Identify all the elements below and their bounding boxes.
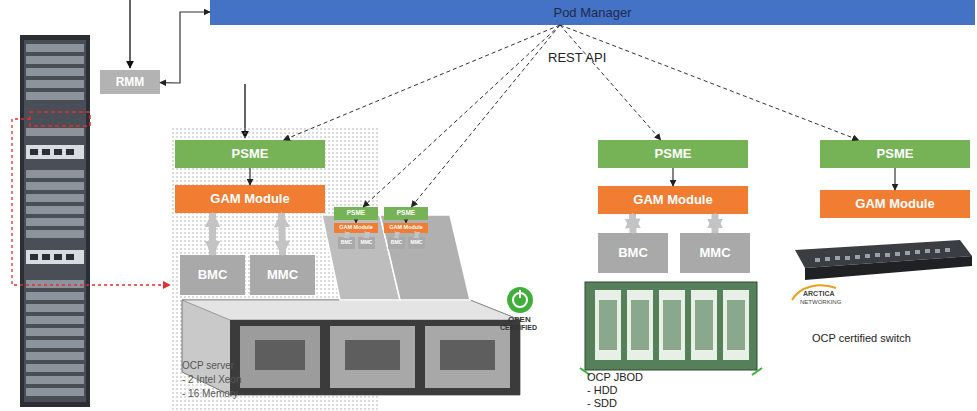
api-link — [560, 25, 661, 140]
rmm-box: RMM — [100, 70, 160, 94]
gam-box: GAM Module — [334, 223, 378, 233]
node-text: PSME — [397, 210, 415, 217]
bmc-box: BMC — [180, 255, 245, 295]
bus-arrow — [629, 214, 637, 233]
psme-box: PSME — [598, 140, 748, 168]
highlight-box — [30, 112, 90, 126]
node-text: BMC — [618, 246, 648, 260]
device-caption: OCP JBOD — [587, 371, 643, 383]
bus-arrow — [365, 233, 369, 237]
node-text: PSME — [655, 147, 692, 161]
device-caption: OCP certified switch — [812, 332, 911, 344]
link-arrow — [356, 220, 357, 223]
interface-label: REST API — [548, 50, 606, 65]
input-arrow — [129, 0, 130, 68]
mmc-box: MMC — [408, 237, 425, 249]
link-arrow — [672, 168, 673, 186]
link-arrow — [160, 12, 210, 83]
bmc-box: BMC — [598, 233, 668, 273]
psme-box: PSME — [334, 207, 378, 220]
node-text: GAM Module — [210, 192, 289, 206]
node-text: GAM Module — [855, 197, 934, 211]
node-text: Pod Manager — [553, 6, 631, 20]
spec-item: - HDD — [587, 384, 618, 396]
rack-illustration — [20, 35, 90, 407]
manager-band: Pod Manager — [210, 0, 975, 25]
bmc-box: BMC — [388, 237, 405, 249]
arctica-logo-arc — [792, 285, 836, 300]
logo-text: OPEN — [508, 315, 531, 324]
node-text: GAM Module — [633, 193, 712, 207]
bus-arrow — [395, 233, 399, 237]
node-text: MMC — [267, 268, 298, 282]
link-arrow — [406, 220, 407, 223]
link-arrow — [894, 168, 895, 190]
logo-text: ARCTICA — [803, 290, 835, 297]
bus-arrow — [345, 233, 349, 237]
psme-box: PSME — [384, 207, 428, 220]
node-text: BMC — [391, 240, 402, 245]
node-text: GAM Module — [339, 225, 373, 231]
mmc-box: MMC — [250, 255, 315, 295]
open-logo — [507, 287, 533, 313]
api-link — [284, 25, 560, 140]
node-text: RMM — [116, 76, 145, 89]
bus-arrow — [282, 213, 283, 255]
switch-illustration — [792, 240, 972, 300]
link-arrow — [249, 168, 250, 185]
spec-item: - SDD — [587, 397, 617, 409]
node-text: BMC — [198, 268, 228, 282]
bus-arrow — [415, 233, 419, 237]
psme-box: PSME — [820, 140, 970, 168]
node-text: PSME — [877, 147, 914, 161]
device-caption: OCP server — [182, 360, 234, 371]
api-link — [411, 25, 560, 207]
mmc-box: MMC — [358, 237, 375, 249]
jbod-illustration — [580, 282, 762, 375]
gam-box: GAM Module — [598, 186, 748, 214]
psme-box: PSME — [175, 140, 325, 168]
gam-box: GAM Module — [820, 190, 970, 218]
zoom-leader — [12, 119, 170, 285]
bus-arrow — [712, 214, 719, 233]
spec-item: - 16 Memory — [182, 388, 238, 399]
logo-text: NETWORKING — [800, 299, 841, 305]
bus-arrow — [209, 213, 216, 255]
api-link — [560, 25, 859, 140]
node-text: PSME — [232, 147, 269, 161]
api-link — [363, 25, 560, 207]
gam-box: GAM Module — [384, 223, 428, 233]
node-text: GAM Module — [389, 225, 423, 231]
spec-item: - 2 Intel Xeon — [182, 374, 241, 385]
node-text: BMC — [341, 240, 352, 245]
gam-box: GAM Module — [175, 185, 325, 213]
mmc-box: MMC — [680, 233, 750, 273]
server-illustration — [182, 215, 520, 395]
node-text: PSME — [347, 210, 365, 217]
node-text: MMC — [361, 240, 373, 245]
node-text: MMC — [699, 246, 730, 260]
bmc-box: BMC — [338, 237, 355, 249]
logo-text: CERTIFIED — [500, 324, 537, 331]
node-text: MMC — [411, 240, 423, 245]
